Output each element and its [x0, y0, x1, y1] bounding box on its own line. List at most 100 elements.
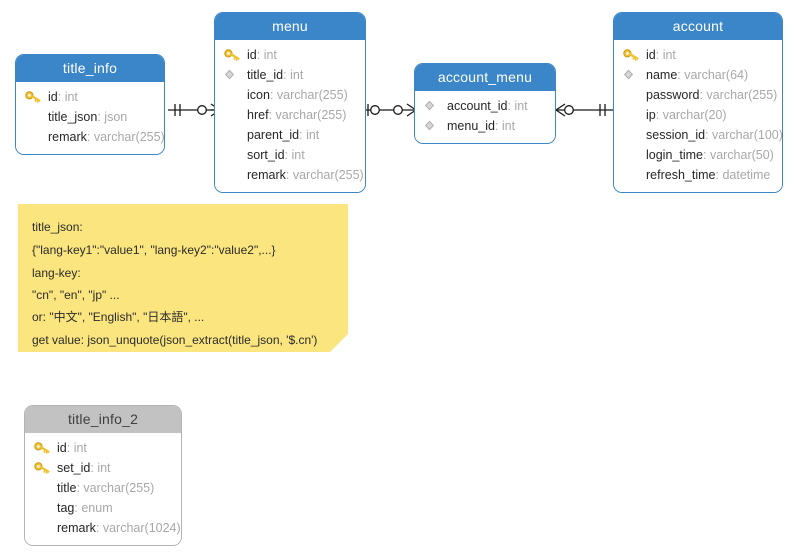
table-account_menu-header: account_menu: [415, 64, 555, 91]
field-type: varchar(255): [706, 88, 778, 102]
note-line: "cn", "en", "jp" ...: [32, 288, 120, 302]
field-type: varchar(64): [684, 68, 749, 82]
note-line: or: "中文", "English", "日本語", ...: [32, 310, 205, 324]
relationship-account_menu-account[interactable]: [555, 100, 614, 120]
field-name: title: [57, 481, 77, 495]
field-name: set_id: [57, 461, 91, 475]
field-type: enum: [81, 501, 113, 515]
field-name: refresh_time: [646, 168, 716, 182]
field-row[interactable]: id: int: [25, 438, 181, 458]
table-title_info-header: title_info: [16, 55, 164, 82]
field-row[interactable]: account_id: int: [415, 96, 555, 116]
note-fold-corner-icon: [330, 334, 348, 352]
field-name: ip: [646, 108, 656, 122]
field-row[interactable]: parent_id: int: [247, 128, 320, 142]
field-type: int: [290, 68, 304, 82]
foreign-key-icon: [424, 99, 440, 113]
field-type: varchar(255): [292, 168, 364, 182]
field-type: int: [263, 48, 277, 62]
field-row[interactable]: refresh_time: datetime: [646, 168, 771, 182]
table-title_info_2[interactable]: title_info_2 id: int: [24, 405, 182, 546]
field-row[interactable]: sort_id: int: [247, 148, 305, 162]
field-row[interactable]: remark: varchar(255): [247, 168, 364, 182]
field-name: sort_id: [247, 148, 285, 162]
field-name: account_id: [447, 99, 508, 113]
table-account[interactable]: account id: int: [613, 12, 783, 193]
field-name: name: [646, 68, 678, 82]
relationship-title_info-menu[interactable]: [168, 100, 221, 120]
table-menu[interactable]: menu id: int: [214, 12, 366, 193]
note-line: {"lang-key1":"value1", "lang-key2":"valu…: [32, 243, 276, 257]
field-type: varchar(100): [712, 128, 783, 142]
field-name: title_json: [48, 110, 98, 124]
table-account_menu-fields: account_id: int menu_id: int: [415, 91, 555, 143]
field-row[interactable]: title_id: int: [215, 65, 365, 85]
primary-key-icon: [623, 48, 639, 62]
field-name: tag: [57, 501, 75, 515]
field-row[interactable]: remark: varchar(255): [48, 130, 165, 144]
field-type: int: [97, 461, 111, 475]
primary-key-icon: [224, 48, 240, 62]
field-type: int: [73, 441, 87, 455]
field-name: menu_id: [447, 119, 495, 133]
field-row[interactable]: ip: varchar(20): [646, 108, 727, 122]
field-row[interactable]: icon: varchar(255): [247, 88, 348, 102]
note-line: get value: json_unquote(json_extract(tit…: [32, 333, 318, 347]
field-row[interactable]: password: varchar(255): [646, 88, 778, 102]
field-name: remark: [247, 168, 286, 182]
field-row[interactable]: title: varchar(255): [57, 481, 155, 495]
foreign-key-icon: [424, 119, 440, 133]
field-type: int: [662, 48, 676, 62]
field-name: icon: [247, 88, 270, 102]
field-type: int: [64, 90, 78, 104]
field-type: varchar(255): [275, 108, 347, 122]
field-name: login_time: [646, 148, 703, 162]
field-row[interactable]: session_id: varchar(100): [646, 128, 783, 142]
table-account_menu[interactable]: account_menu account_id: int menu_id: in…: [414, 63, 556, 144]
field-name: password: [646, 88, 700, 102]
field-name: parent_id: [247, 128, 300, 142]
field-type: int: [291, 148, 305, 162]
field-type: int: [501, 119, 516, 133]
field-name: session_id: [646, 128, 706, 142]
field-type: varchar(255): [83, 481, 155, 495]
field-name: title_id: [247, 68, 284, 82]
field-row[interactable]: remark: varchar(1024): [57, 521, 181, 535]
field-name: remark: [48, 130, 87, 144]
field-name: id: [247, 48, 257, 62]
note-line: title_json:: [32, 220, 83, 234]
field-row[interactable]: id: int: [215, 45, 365, 65]
field-type: datetime: [722, 168, 771, 182]
table-account-header: account: [614, 13, 782, 40]
field-type: int: [306, 128, 320, 142]
field-row[interactable]: tag: enum: [57, 501, 113, 515]
field-type: varchar(1024): [102, 521, 181, 535]
field-row[interactable]: name: varchar(64): [614, 65, 782, 85]
note-title_json[interactable]: title_json: {"lang-key1":"value1", "lang…: [18, 204, 348, 352]
table-menu-fields: id: int title_id: int icon: varchar(255)…: [215, 40, 365, 192]
field-row[interactable]: id: int: [16, 87, 164, 107]
table-account-fields: id: int name: varchar(64) password: varc…: [614, 40, 782, 192]
table-menu-header: menu: [215, 13, 365, 40]
field-row[interactable]: set_id: int: [25, 458, 181, 478]
field-name: href: [247, 108, 269, 122]
primary-key-icon: [25, 90, 41, 104]
table-title_info_2-fields: id: int set_id: int title: varchar(255) …: [25, 433, 181, 545]
field-name: id: [57, 441, 67, 455]
field-type: varchar(20): [662, 108, 727, 122]
field-row[interactable]: menu_id: int: [415, 116, 555, 136]
field-row[interactable]: href: varchar(255): [247, 108, 347, 122]
field-row[interactable]: login_time: varchar(50): [646, 148, 774, 162]
field-row[interactable]: title_json: json: [48, 110, 128, 124]
foreign-key-icon: [224, 68, 240, 82]
primary-key-icon: [34, 461, 50, 475]
primary-key-icon: [34, 441, 50, 455]
field-type: varchar(255): [276, 88, 348, 102]
note-line: lang-key:: [32, 266, 81, 280]
table-title_info_2-header: title_info_2: [25, 406, 181, 433]
field-type: varchar(255): [93, 130, 165, 144]
relationship-menu-account_menu[interactable]: [364, 100, 417, 120]
field-row[interactable]: id: int: [614, 45, 782, 65]
table-title_info[interactable]: title_info id: int title_json: json rema…: [15, 54, 165, 155]
field-name: id: [646, 48, 656, 62]
